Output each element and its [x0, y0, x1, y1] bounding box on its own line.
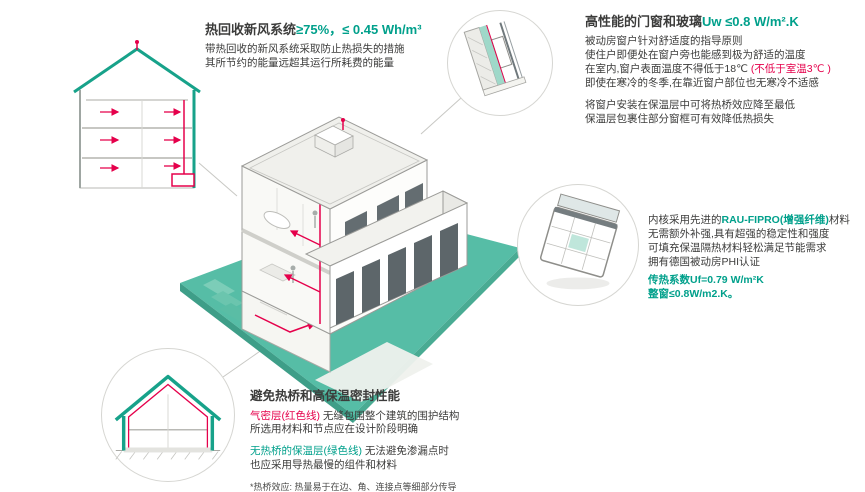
profile-material-line: 内核采用先进的RAU-FIPRO(增强纤维)材料 — [648, 214, 863, 228]
windows-title-text: 高性能的门窗和玻璃 — [585, 14, 703, 29]
ventilation-section-illustration — [73, 40, 201, 189]
window-profile-illustration — [539, 193, 621, 290]
insulation-layer-text: 无法避免渗漏点时 — [362, 445, 449, 458]
windows-body-line: 将窗户安装在保温层中可将热桥效应降至最低 — [585, 98, 795, 111]
thermal-section-circle — [101, 348, 235, 482]
profile-body-line: 无需额外补强,具有超强的稳定性和强度 — [648, 227, 830, 240]
hrv-title-value: ≥75%，≤ 0.45 Wh/m³ — [296, 22, 422, 37]
profile-text-block: 内核采用先进的RAU-FIPRO(增强纤维)材料 无需额外补强,具有超强的稳定性… — [648, 214, 863, 302]
windows-title: 高性能的门窗和玻璃Uw ≤0.8 W/m².K — [585, 14, 863, 30]
thermal-section-illustration — [114, 374, 222, 460]
hrv-body-line: 带热回收的新风系统采取防止热损失的措施 — [205, 43, 405, 56]
thermal-title: 避免热桥和高保温密封性能 — [250, 389, 401, 403]
hrv-title: 热回收新风系统≥75%，≤ 0.45 Wh/m³ — [205, 22, 475, 38]
windows-text-block: 高性能的门窗和玻璃Uw ≤0.8 W/m².K 被动房窗户针对舒适度的指导原则 … — [585, 14, 863, 126]
windows-body: 被动房窗户针对舒适度的指导原则 使住户即便处在窗户旁也能感到极为舒适的温度 在室… — [585, 35, 863, 126]
windows-body-line: 即使在寒冷的冬季,在靠近窗户部位也无寒冷不适感 — [585, 76, 819, 89]
thermal-body: 气密层(红色线) 无缝包围整个建筑的围护结构 所选用材料和节点应在设计阶段明确 … — [250, 410, 515, 492]
windows-body-line: 保温层包裹住部分窗框可有效降低热损失 — [585, 112, 774, 125]
window-profile-circle — [517, 184, 639, 306]
thermal-footnote: *热桥效应: 热量易于在边、角、连接点等细部分传导 — [250, 482, 457, 492]
windows-body-line: 使住户即便处在窗户旁也能感到极为舒适的温度 — [585, 49, 806, 62]
airtight-layer-label: 气密层(红色线) — [250, 409, 320, 422]
window-corner-detail-illustration — [463, 21, 527, 97]
insulation-layer-label: 无热桥的保温层(绿色线) — [250, 445, 362, 458]
thermal-body-line: 所选用材料和节点应在设计阶段明确 — [250, 423, 418, 436]
hrv-body-line: 其所节约的能量远超其运行所耗费的能量 — [205, 57, 394, 70]
window-corner-detail-circle — [447, 10, 553, 116]
house-cutaway-illustration — [180, 116, 520, 423]
hrv-body: 带热回收的新风系统采取防止热损失的措施 其所节约的能量远超其运行所耗费的能量 — [205, 43, 475, 71]
hrv-text-block: 热回收新风系统≥75%，≤ 0.45 Wh/m³ 带热回收的新风系统采取防止热损… — [205, 22, 475, 71]
profile-body-line: 拥有德国被动房PHI认证 — [648, 255, 761, 268]
profile-material-name: RAU-FIPRO(增强纤维) — [721, 214, 829, 226]
windows-body-line-temperature: 在室内,窗户表面温度不得低于18℃ (不低于室温3℃ ) — [585, 63, 863, 77]
profile-material-text: 内核采用先进的 — [648, 214, 722, 226]
windows-body-line: 被动房窗户针对舒适度的指导原则 — [585, 35, 743, 48]
profile-body-line: 可填充保温隔热材料轻松满足节能需求 — [648, 241, 827, 254]
profile-uf-value: 传热系数Uf=0.79 W/m²K — [648, 274, 764, 287]
windows-title-value: Uw ≤0.8 W/m².K — [702, 14, 799, 29]
thermal-text-block: 避免热桥和高保温密封性能 气密层(红色线) 无缝包围整个建筑的围护结构 所选用材… — [250, 389, 515, 492]
airtight-layer-line: 气密层(红色线) 无缝包围整个建筑的围护结构 — [250, 410, 515, 424]
airtight-layer-text: 无缝包围整个建筑的围护结构 — [320, 409, 460, 422]
temperature-text: 在室内,窗户表面温度不得低于18℃ — [585, 62, 751, 75]
insulation-layer-line: 无热桥的保温层(绿色线) 无法避免渗漏点时 — [250, 445, 515, 459]
temperature-note: (不低于室温3℃ ) — [750, 62, 831, 75]
profile-uw-value: 整窗≤0.8W/m2.K。 — [648, 288, 739, 301]
hrv-title-text: 热回收新风系统 — [205, 22, 297, 37]
profile-material-tail: 材料 — [828, 214, 850, 226]
thermal-body-line: 也应采用导热最慢的组件和材料 — [250, 459, 397, 472]
